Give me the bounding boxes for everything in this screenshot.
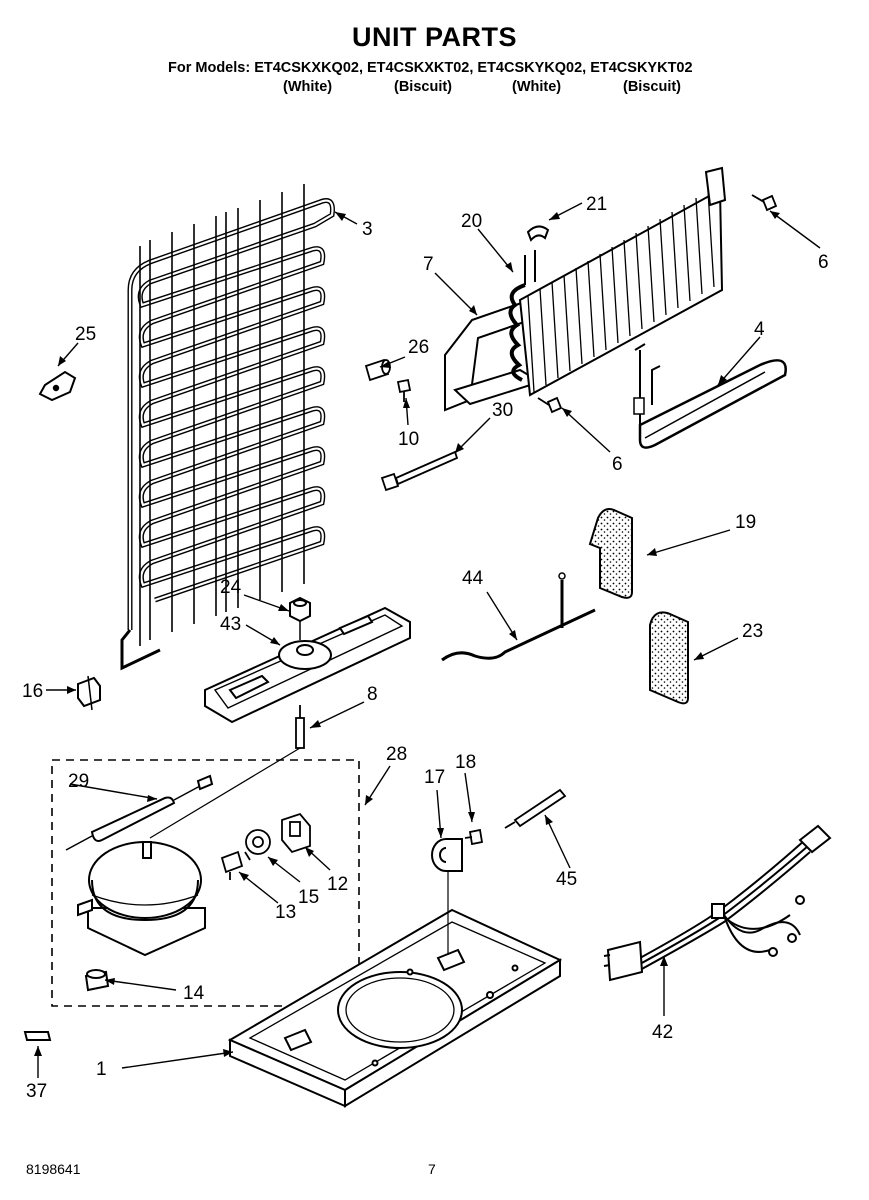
callout-16: 16 (22, 681, 43, 702)
condenser-tail-tube (120, 629, 161, 671)
evaporator (444, 166, 727, 412)
callout-29: 29 (68, 771, 89, 792)
leader-arrowheads (34, 211, 780, 1057)
part-37 (23, 1031, 52, 1041)
callout-6-bottom: 6 (612, 454, 623, 475)
gasket-23 (649, 611, 689, 705)
evaporator-tube-loops (508, 283, 526, 382)
callout-4: 4 (754, 319, 765, 340)
models-line: For Models: ET4CSKXKQ02, ET4CSKXKT02, ET… (168, 60, 693, 76)
screw-6-top (751, 194, 778, 212)
callout-7: 7 (423, 254, 434, 275)
callout-13: 13 (275, 902, 296, 923)
callout-18: 18 (455, 752, 476, 773)
wire-harness-42 (603, 824, 832, 982)
callout-25: 25 (75, 324, 96, 345)
callout-15: 15 (298, 887, 319, 908)
gasket-19 (588, 508, 633, 599)
callout-44: 44 (462, 568, 484, 589)
callout-8: 8 (367, 684, 378, 705)
condenser-tube-inner (128, 199, 334, 630)
callout-45: 45 (556, 869, 577, 890)
callout-28: 28 (386, 744, 407, 765)
nut-24 (289, 596, 311, 623)
evaporator-bracket (444, 298, 531, 412)
callout-43: 43 (220, 614, 241, 635)
callout-23: 23 (742, 621, 763, 642)
page-title: UNIT PARTS (352, 22, 517, 52)
model-color-1: (White) (283, 79, 333, 95)
tube-8 (295, 705, 305, 749)
footer-page-number: 7 (428, 1161, 436, 1177)
model-color-3: (White) (512, 79, 562, 95)
callout-6-top: 6 (818, 252, 829, 273)
callout-12: 12 (327, 874, 348, 895)
grommet-14 (84, 969, 110, 992)
screw-10 (396, 378, 412, 402)
condenser-wires (139, 184, 305, 646)
callout-24: 24 (220, 577, 242, 598)
evaporator-fins (518, 188, 724, 397)
screw-18 (464, 828, 484, 846)
condenser-coil (120, 184, 335, 671)
base-pan (227, 908, 563, 1108)
footer-part-number: 8198641 (26, 1161, 81, 1177)
evaporator-mount-bracket (704, 166, 727, 207)
callout-10: 10 (398, 429, 419, 450)
drain-pan-43 (204, 606, 411, 724)
compressor (77, 841, 206, 957)
clip-16 (77, 675, 101, 711)
cable-tie-30 (380, 450, 459, 492)
callout-20: 20 (461, 211, 482, 232)
drier-29 (65, 774, 214, 851)
callout-labels: 3 21 20 7 6 25 26 4 10 30 6 19 44 24 43 … (22, 194, 829, 1102)
cover-12 (281, 812, 311, 854)
callout-1: 1 (96, 1059, 107, 1080)
callout-30: 30 (492, 400, 513, 421)
tube-clip-21 (526, 225, 550, 242)
callout-19: 19 (735, 512, 756, 533)
model-color-4: (Biscuit) (623, 79, 681, 95)
callout-26: 26 (408, 337, 429, 358)
callout-3: 3 (362, 219, 373, 240)
relay-15 (244, 829, 271, 861)
compressor-kit-box (51, 759, 360, 1007)
grommet-17 (431, 838, 463, 872)
bracket-25 (38, 370, 77, 402)
model-color-2: (Biscuit) (394, 79, 452, 95)
tube-45 (504, 788, 567, 829)
overload-13 (220, 850, 244, 880)
callout-14: 14 (183, 983, 205, 1004)
callout-21: 21 (586, 194, 607, 215)
process-tube (149, 747, 301, 839)
callout-37: 37 (26, 1081, 47, 1102)
callout-42: 42 (652, 1022, 673, 1043)
screw-6-bottom (537, 396, 563, 414)
suction-tube (524, 250, 536, 285)
defrost-heater (633, 343, 787, 449)
callout-17: 17 (424, 767, 445, 788)
tube-44 (441, 572, 596, 662)
